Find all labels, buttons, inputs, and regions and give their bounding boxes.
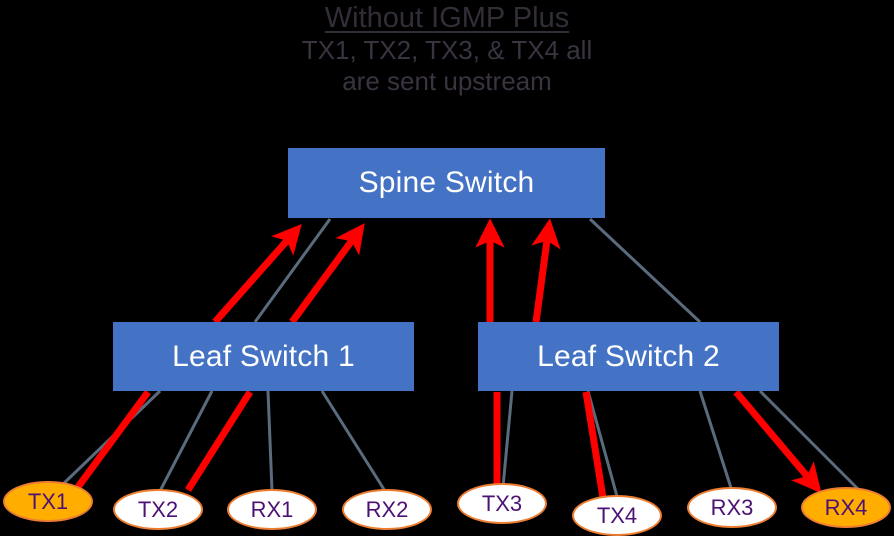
endpoint-tx4[interactable]: TX4 <box>572 495 662 536</box>
subtitle-line-1: TX1, TX2, TX3, & TX4 all <box>301 35 593 65</box>
endpoint-rx3[interactable]: RX3 <box>687 487 777 528</box>
page-title: Without IGMP Plus <box>324 2 570 34</box>
subtitle-line-2: are sent upstream <box>342 66 552 96</box>
leaf2-traffic-links <box>493 391 607 499</box>
endpoint-rx4[interactable]: RX4 <box>801 487 891 528</box>
endpoint-rx2-label: RX2 <box>365 496 409 522</box>
leaf-switch-1-node[interactable]: Leaf Switch 1 <box>113 322 414 391</box>
endpoint-tx2[interactable]: TX2 <box>113 489 203 530</box>
spine-switch-node[interactable]: Spine Switch <box>288 148 605 218</box>
leaf-switch-1-label: Leaf Switch 1 <box>172 339 355 373</box>
endpoint-rx1-label: RX1 <box>250 496 294 522</box>
endpoint-rx1[interactable]: RX1 <box>227 489 317 530</box>
endpoint-tx1-label: TX1 <box>27 488 69 514</box>
leaf1-access-links <box>58 389 387 492</box>
title-block: Without IGMP Plus TX1, TX2, TX3, & TX4 a… <box>0 0 894 97</box>
leaf2-access-links <box>501 389 862 501</box>
leaf1-to-spine-arrows <box>212 223 365 325</box>
endpoint-rx2[interactable]: RX2 <box>342 489 432 530</box>
leaf-switch-2-label: Leaf Switch 2 <box>537 339 720 373</box>
endpoint-tx3-label: TX3 <box>481 490 523 516</box>
endpoint-tx2-label: TX2 <box>137 496 179 522</box>
spine-switch-label: Spine Switch <box>358 166 535 199</box>
leaf-switch-2-node[interactable]: Leaf Switch 2 <box>478 322 779 391</box>
endpoint-tx3[interactable]: TX3 <box>457 483 547 524</box>
endpoint-tx4-label: TX4 <box>596 502 638 528</box>
leaf2-to-spine-arrows <box>475 218 561 323</box>
endpoint-rx4-label: RX4 <box>824 494 868 520</box>
leaf2-to-rx4-arrow <box>733 389 822 494</box>
leaf1-traffic-links <box>75 389 253 492</box>
endpoint-tx1[interactable]: TX1 <box>3 481 93 522</box>
spine-uplinks-idle <box>253 217 702 324</box>
endpoint-rx3-label: RX3 <box>710 494 754 520</box>
